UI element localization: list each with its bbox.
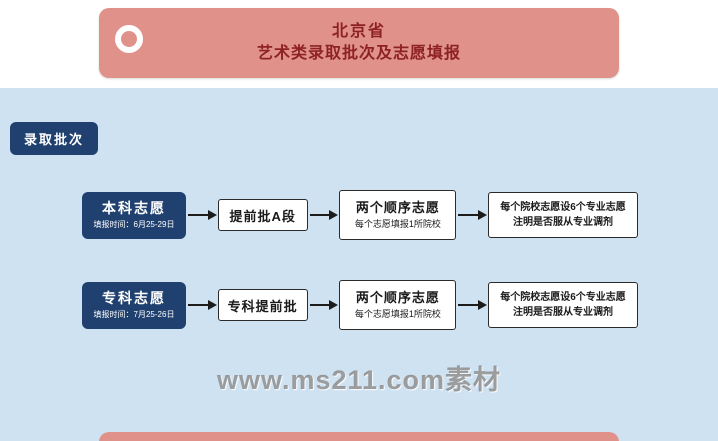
watermark: www.ms211.com素材 bbox=[216, 365, 502, 395]
circle-icon bbox=[115, 25, 143, 53]
volunteer-node-title: 两个顺序志愿 bbox=[355, 290, 440, 305]
detail-node-line1: 每个院校志愿设6个专业志愿 bbox=[500, 292, 626, 303]
batch-node: 专科提前批 bbox=[217, 289, 308, 321]
volunteer-node: 两个顺序志愿 每个志愿填报1所院校 bbox=[339, 190, 457, 240]
bottom-banner bbox=[99, 432, 619, 441]
header-title-line1: 北京省 bbox=[331, 23, 386, 40]
volunteer-node-subtitle: 每个志愿填报1所院校 bbox=[354, 309, 441, 319]
arrow-right-icon bbox=[458, 300, 487, 310]
arrow-right-icon bbox=[309, 300, 338, 310]
detail-node-line1: 每个院校志愿设6个专业志愿 bbox=[500, 202, 626, 213]
content-panel bbox=[0, 88, 718, 441]
header-title-line2: 艺术类录取批次及志愿填报 bbox=[256, 45, 461, 62]
arrow-right-icon bbox=[188, 210, 217, 220]
arrow-right-icon bbox=[188, 300, 217, 310]
detail-node-line2: 注明是否服从专业调剂 bbox=[513, 307, 614, 318]
volunteer-node-title: 两个顺序志愿 bbox=[355, 200, 440, 215]
start-node-title: 专科志愿 bbox=[102, 290, 166, 306]
start-node-title: 本科志愿 bbox=[102, 200, 166, 216]
header-title: 北京省 艺术类录取批次及志愿填报 bbox=[99, 8, 619, 78]
section-badge: 录取批次 bbox=[10, 122, 99, 155]
volunteer-node-subtitle: 每个志愿填报1所院校 bbox=[354, 219, 441, 229]
flow-row-undergraduate: 本科志愿 填报时间：6月25-29日 提前批A段 两个顺序志愿 每个志愿填报1所… bbox=[82, 190, 639, 240]
start-node-subtitle: 填报时间：6月25-29日 bbox=[93, 220, 175, 229]
start-node: 专科志愿 填报时间：7月25-26日 bbox=[82, 281, 186, 329]
detail-node: 每个院校志愿设6个专业志愿 注明是否服从专业调剂 bbox=[488, 282, 639, 328]
detail-node: 每个院校志愿设6个专业志愿 注明是否服从专业调剂 bbox=[488, 192, 639, 238]
flow-row-vocational: 专科志愿 填报时间：7月25-26日 专科提前批 两个顺序志愿 每个志愿填报1所… bbox=[82, 280, 639, 330]
batch-node: 提前批A段 bbox=[217, 199, 308, 231]
start-node: 本科志愿 填报时间：6月25-29日 bbox=[82, 191, 186, 239]
arrow-right-icon bbox=[309, 210, 338, 220]
header-banner: 北京省 艺术类录取批次及志愿填报 bbox=[99, 8, 619, 78]
detail-node-line2: 注明是否服从专业调剂 bbox=[513, 217, 614, 228]
start-node-subtitle: 填报时间：7月25-26日 bbox=[93, 310, 175, 319]
arrow-right-icon bbox=[458, 210, 487, 220]
volunteer-node: 两个顺序志愿 每个志愿填报1所院校 bbox=[339, 280, 457, 330]
